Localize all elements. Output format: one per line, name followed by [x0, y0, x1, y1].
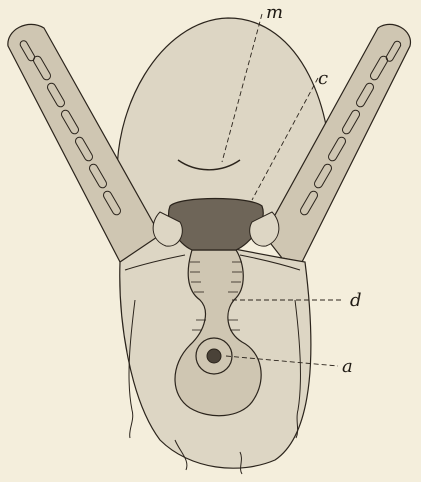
- organ-inner: [207, 349, 221, 363]
- label-c: c: [318, 68, 328, 89]
- label-m: m: [266, 2, 283, 23]
- label-d: d: [350, 290, 362, 311]
- label-a: a: [342, 356, 353, 377]
